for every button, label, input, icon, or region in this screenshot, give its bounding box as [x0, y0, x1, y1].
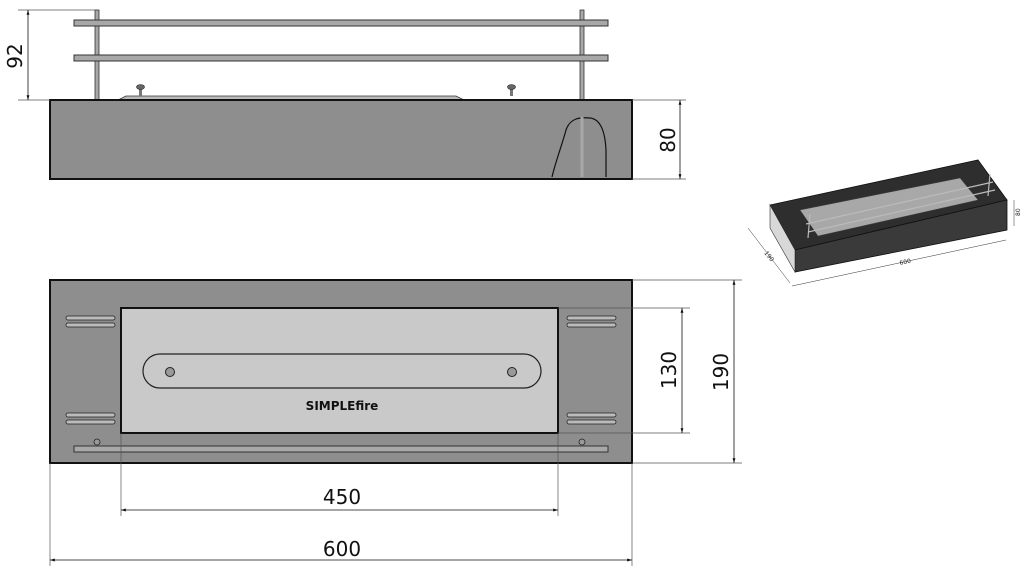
knob-right	[507, 84, 516, 96]
burner-slot	[142, 353, 542, 389]
dim-label-190: 190	[709, 353, 733, 391]
knob-left	[136, 84, 145, 96]
iso-glass	[799, 177, 979, 237]
dim-label-80: 80	[656, 127, 680, 152]
dim-label-450: 450	[323, 485, 361, 509]
cutaway-section	[551, 117, 607, 178]
rail-bottom	[73, 54, 609, 62]
front-view: 92 80	[3, 9, 686, 180]
rail-top	[73, 19, 609, 27]
knob-right-top	[507, 367, 517, 377]
burner-body	[49, 99, 633, 180]
dim-label-600: 600	[323, 537, 361, 561]
top-view: SIMPLEfire 130 190 450 600	[49, 279, 742, 566]
dim-label-130: 130	[657, 351, 681, 389]
dim-label-92: 92	[3, 43, 27, 68]
vents-right	[566, 315, 617, 425]
front-rail-top	[73, 445, 609, 453]
iso-view: 190 600 80	[747, 159, 1022, 287]
brand-logo: SIMPLEfire	[306, 399, 379, 413]
vents-left	[65, 315, 116, 425]
iso-side-face	[769, 203, 796, 274]
knob-left-top	[165, 367, 175, 377]
iso-dim-label-80: 80	[1015, 208, 1022, 216]
iso-dim-label-600: 600	[899, 258, 912, 267]
